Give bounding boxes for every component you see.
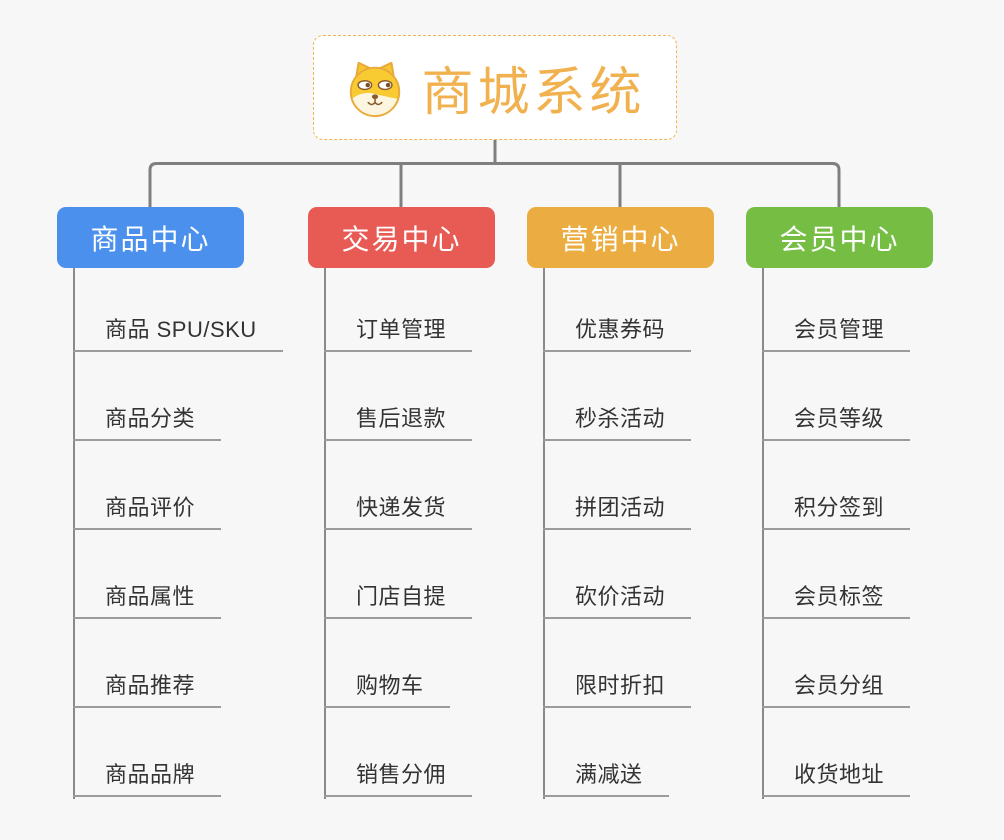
mindmap-node-item[interactable]: 限时折扣 <box>543 671 692 708</box>
mindmap-node-item[interactable]: 优惠券码 <box>543 315 692 352</box>
root-node[interactable]: 商城系统 <box>313 35 677 140</box>
mindmap-node-item[interactable]: 订单管理 <box>324 315 473 352</box>
root-title: 商城系统 <box>421 64 646 122</box>
mindmap-node-item[interactable]: 商品 SPU/SKU <box>73 315 283 352</box>
mindmap-node-item[interactable]: 会员等级 <box>762 404 911 441</box>
mindmap-node-item[interactable]: 商品属性 <box>73 582 222 619</box>
mindmap-node-item[interactable]: 商品分类 <box>73 404 222 441</box>
branch-node-product-center[interactable]: 商品中心 <box>57 207 244 268</box>
branch-vertical-line <box>73 268 75 799</box>
mindmap-node-item[interactable]: 商品推荐 <box>73 671 222 708</box>
mindmap-node-item[interactable]: 商品评价 <box>73 493 222 530</box>
branch-vertical-line <box>762 268 764 799</box>
branch-node-marketing-center[interactable]: 营销中心 <box>527 207 714 268</box>
mindmap-node-item[interactable]: 拼团活动 <box>543 493 692 530</box>
mindmap-node-item[interactable]: 收货地址 <box>762 760 911 797</box>
branch-vertical-line <box>324 268 326 799</box>
mindmap-node-item[interactable]: 会员标签 <box>762 582 911 619</box>
mindmap-node-item[interactable]: 秒杀活动 <box>543 404 692 441</box>
mindmap-node-item[interactable]: 满减送 <box>543 760 669 797</box>
branch-node-member-center[interactable]: 会员中心 <box>746 207 933 268</box>
shiba-dog-icon <box>350 61 401 117</box>
branch-vertical-line <box>543 268 545 799</box>
mindmap-node-item[interactable]: 砍价活动 <box>543 582 692 619</box>
mindmap-node-item[interactable]: 快递发货 <box>324 493 473 530</box>
mindmap-node-item[interactable]: 商品品牌 <box>73 760 222 797</box>
mindmap-node-item[interactable]: 购物车 <box>324 671 450 708</box>
mindmap-node-item[interactable]: 销售分佣 <box>324 760 473 797</box>
branch-node-trade-center[interactable]: 交易中心 <box>308 207 495 268</box>
mindmap-node-item[interactable]: 会员管理 <box>762 315 911 352</box>
mindmap-node-item[interactable]: 会员分组 <box>762 671 911 708</box>
mindmap-node-item[interactable]: 积分签到 <box>762 493 911 530</box>
mindmap-node-item[interactable]: 售后退款 <box>324 404 473 441</box>
mindmap-node-item[interactable]: 门店自提 <box>324 582 473 619</box>
